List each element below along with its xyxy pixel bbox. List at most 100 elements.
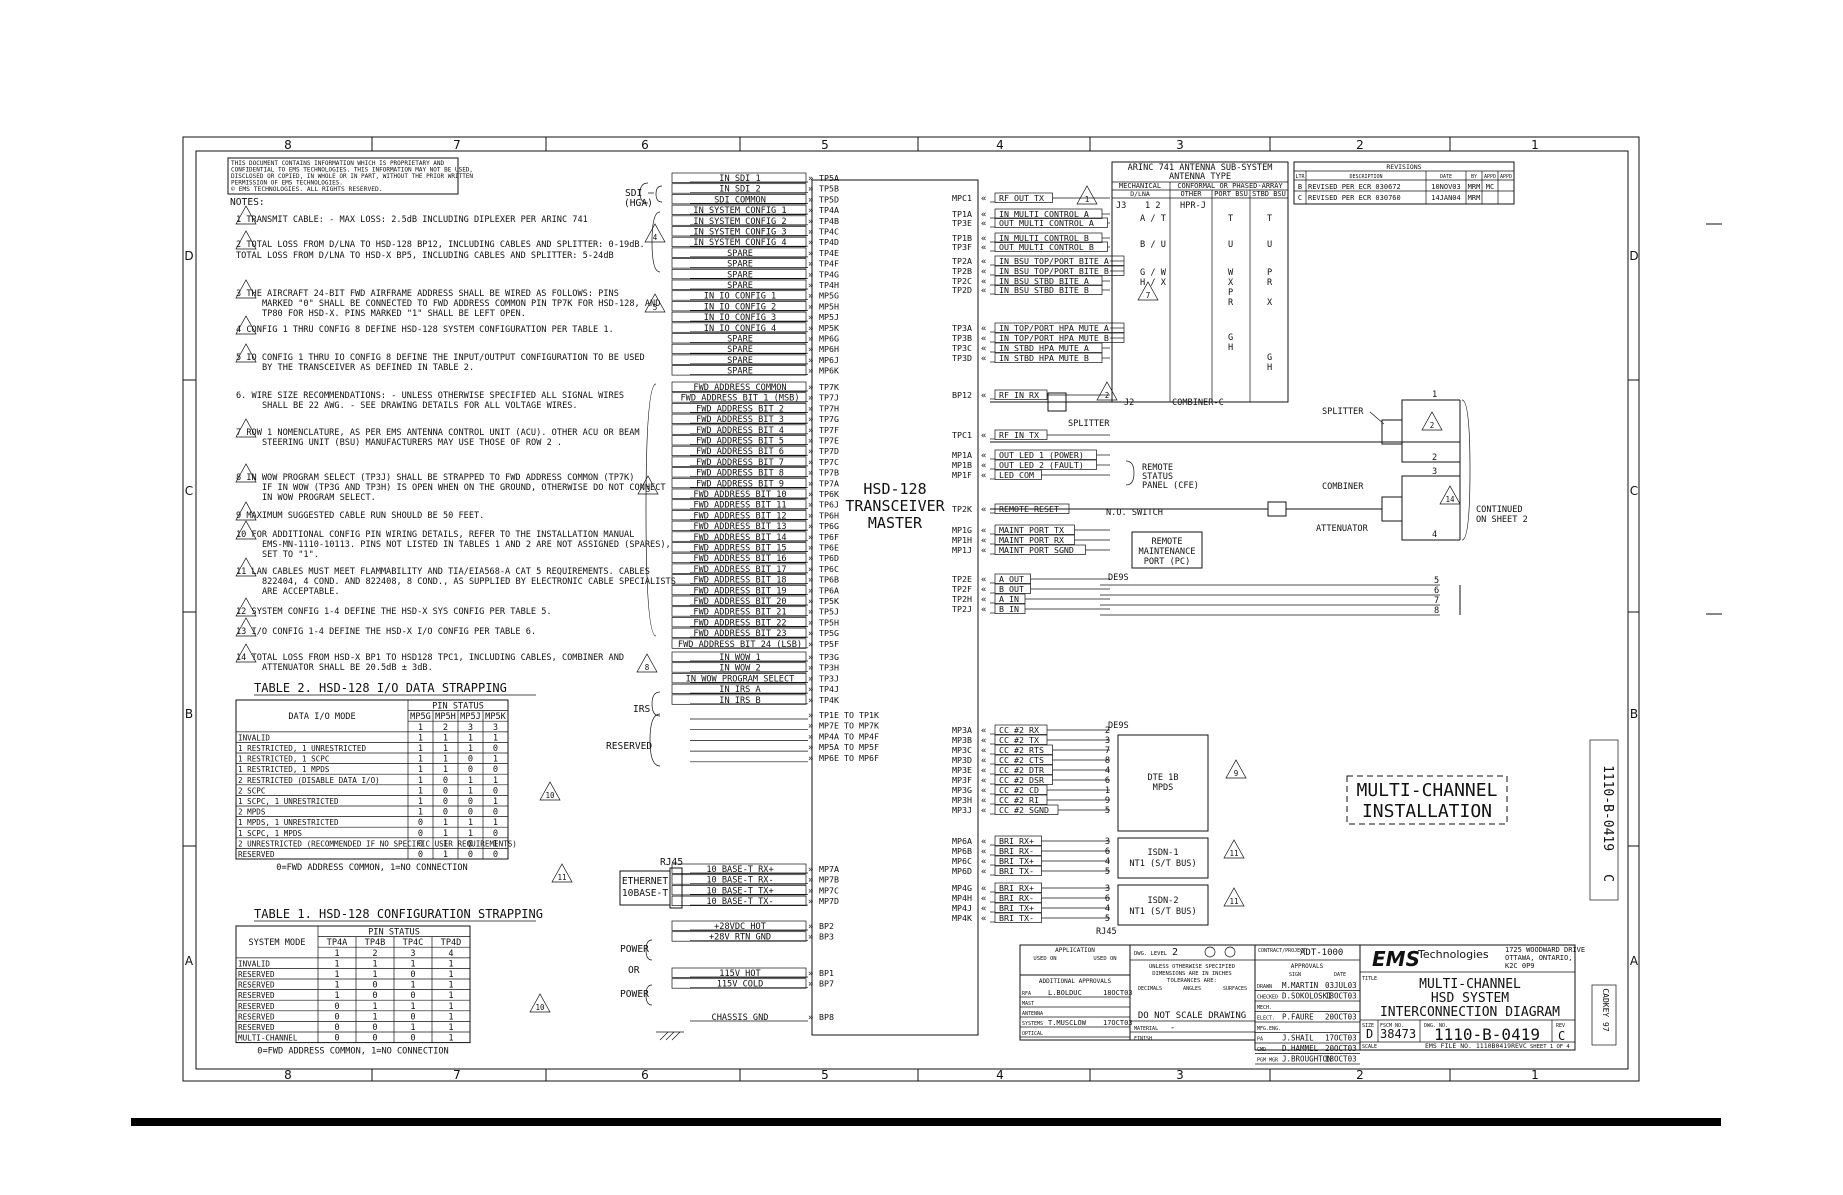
arinc-w: W xyxy=(1228,268,1234,278)
connector-arrow: « xyxy=(981,837,986,847)
note-1: 1 TRANSMIT CABLE: - MAX LOSS: 2.5dB INCL… xyxy=(236,215,588,225)
table-cell-value: 0 xyxy=(372,1034,377,1044)
left-pin-label: MP7C xyxy=(819,885,839,895)
right-signal-label: B OUT xyxy=(999,584,1024,594)
connector-arrow: » xyxy=(808,238,813,248)
addl-date: 18OCT03 xyxy=(1103,989,1133,997)
grid-row-left: B xyxy=(185,707,193,721)
left-signal-label: FWD ADDRESS BIT 24 (LSB) xyxy=(678,640,802,650)
de9s-label-1: DE9S xyxy=(1108,573,1129,583)
left-pin-label: TP4J xyxy=(819,684,839,694)
connector-arrow: » xyxy=(808,608,813,618)
connector-arrow: « xyxy=(981,194,986,204)
left-group-labels: SDI (HGA) IRS RESERVED ETHERNET 10BASE-T… xyxy=(606,182,684,1041)
left-pin-label: MP5H xyxy=(819,301,839,311)
arinc-port-bsu: PORT BSU xyxy=(1214,190,1248,198)
connector-arrow: « xyxy=(981,461,986,471)
connector-arrow: « xyxy=(981,546,986,556)
connector-arrow: « xyxy=(981,884,986,894)
connector-arrow: » xyxy=(808,367,813,377)
table-cell-value: 0 xyxy=(334,1034,339,1044)
table-cell-value: 1 xyxy=(443,839,448,849)
right-pin-label: TP2C xyxy=(952,276,972,286)
table-cell-value: 0 xyxy=(334,1002,339,1012)
grid-row-right: D xyxy=(1629,249,1638,263)
installation-label: INSTALLATION xyxy=(1362,801,1492,822)
connector-arrow: » xyxy=(808,754,813,764)
notes-title: NOTES: xyxy=(230,197,265,208)
table-cell-value: 1 xyxy=(372,959,377,969)
isdn2-pin-number: 3 xyxy=(1105,884,1110,894)
left-pin-label: TP6G xyxy=(819,521,839,531)
arinc-t2: T xyxy=(1267,214,1272,224)
right-pin-label: TP2E xyxy=(952,574,972,584)
left-pin-label: MP6J xyxy=(819,355,839,365)
arinc-r2: R xyxy=(1267,278,1273,288)
table-cell-mode: 1 RESTRICTED, 1 MPDS xyxy=(238,765,330,774)
connector-arrow: « xyxy=(981,505,986,515)
revision-header: APPD xyxy=(1484,174,1496,180)
right-pin-label: MP3A xyxy=(952,725,972,735)
connector-arrow: » xyxy=(808,980,813,990)
connector-arrow: » xyxy=(808,1013,813,1023)
table-cell-value: 1 xyxy=(443,733,448,743)
table-cell-mode: RESERVED xyxy=(238,991,275,1000)
left-signal-label: FWD ADDRESS BIT 3 xyxy=(696,415,784,425)
appr-role: PGM MGR xyxy=(1257,1058,1279,1064)
left-signal-label: SPARE xyxy=(727,249,753,259)
outer-border xyxy=(182,136,1640,1082)
left-signal-label: IN SDI 1 xyxy=(719,174,760,184)
table-cell-value: 1 xyxy=(493,797,498,807)
table-cell-value: 1 xyxy=(443,818,448,828)
arinc-av: A / T xyxy=(1140,214,1166,224)
table-cell-value: 1 xyxy=(448,1002,453,1012)
grid-col-top: 1 xyxy=(1531,138,1539,152)
arinc-741-table: ARINC 741 ANTENNA SUB-SYSTEM ANTENNA TYP… xyxy=(1111,161,1289,408)
revision-cell: REVISED PER ECR 030760 xyxy=(1308,194,1401,202)
table-cell-value: 1 xyxy=(418,755,423,765)
left-signal-label: SPARE xyxy=(727,335,753,345)
table-pin-number: 3 xyxy=(493,723,498,733)
grid-col-bottom: 1 xyxy=(1531,1068,1539,1082)
left-pin-label: TP5J xyxy=(819,607,839,617)
left-signal-label: 10 BASE-T TX- xyxy=(706,897,773,907)
right-signal-label: RF IN RX xyxy=(999,390,1039,400)
left-signal-label: FWD ADDRESS BIT 15 xyxy=(693,544,786,554)
left-pin-label: TP6E xyxy=(819,543,839,553)
left-signal-label: +28VDC HOT xyxy=(714,922,766,932)
note-7: 6. WIRE SIZE RECOMMENDATIONS: - UNLESS O… xyxy=(236,391,624,411)
table-cell-value: 0 xyxy=(493,765,498,775)
table-cell-mode: INVALID xyxy=(238,733,270,742)
table-cell-mode: 2 RESTRICTED (DISABLE DATA I/O) xyxy=(238,776,380,785)
right-pin-label: MP1G xyxy=(952,525,972,535)
file-number: EMS FILE NO. 1110B0419REVC xyxy=(1425,1042,1527,1050)
connector-arrow: « xyxy=(981,391,986,401)
table-cell-value: 0 xyxy=(418,850,423,860)
right-pin-label: MP1H xyxy=(952,535,972,545)
connector-arrow: » xyxy=(808,576,813,586)
connector-arrow: » xyxy=(808,313,813,323)
grid-col-top: 3 xyxy=(1176,138,1184,152)
right-pin-label: MP6C xyxy=(952,856,972,866)
grid-col-top: 7 xyxy=(453,138,461,152)
table-cell-value: 1 xyxy=(493,733,498,743)
left-pin-label: MP6H xyxy=(819,344,839,354)
arinc-sub: ANTENNA TYPE xyxy=(1169,172,1231,182)
connector-arrow: « xyxy=(981,904,986,914)
isdn2-pin-number: 5 xyxy=(1105,914,1110,924)
isdn1-label: ISDN-1 xyxy=(1147,848,1178,858)
connector-arrow: » xyxy=(808,260,813,270)
left-signal-label: +28V RTN GND xyxy=(709,933,771,943)
table-cell-value: 1 xyxy=(418,776,423,786)
connector-arrow: « xyxy=(981,286,986,296)
connector-arrow: » xyxy=(808,356,813,366)
connector-arrow: « xyxy=(981,746,986,756)
right-pin-label: TP3F xyxy=(952,242,972,252)
table-pin-number: 2 xyxy=(443,723,448,733)
grid-row-left: C xyxy=(185,484,193,498)
finish-label: FINISH xyxy=(1134,1036,1152,1042)
left-signal-label: FWD ADDRESS BIT 22 xyxy=(693,618,786,628)
left-pin-label: MP5J xyxy=(819,312,839,322)
arinc-title: ARINC 741 ANTENNA SUB-SYSTEM xyxy=(1128,163,1273,173)
revision-cell: B xyxy=(1298,183,1302,191)
